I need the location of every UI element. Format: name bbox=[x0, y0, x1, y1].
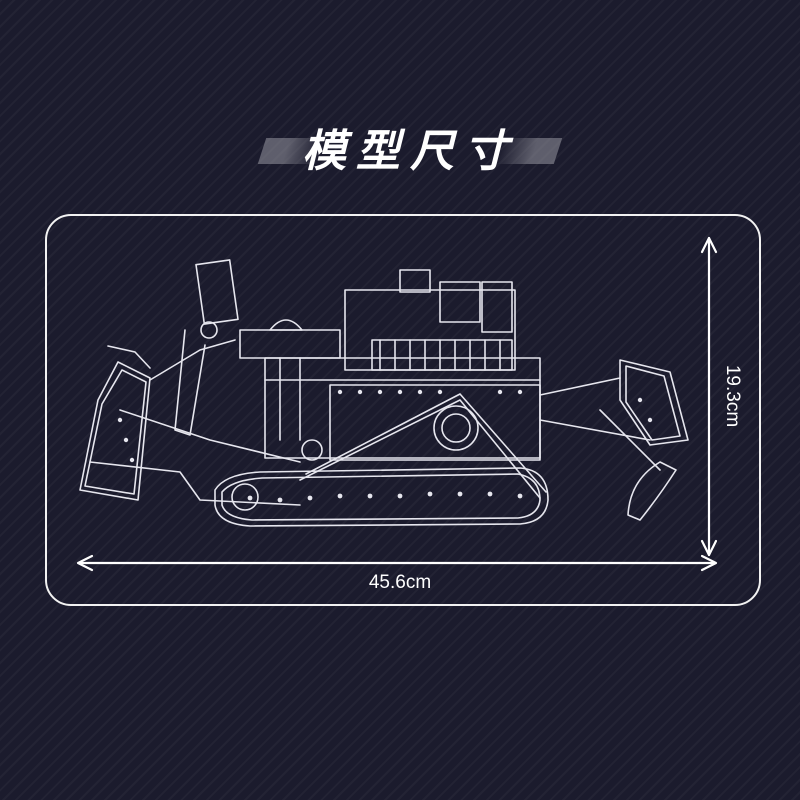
width-arrow-head-left bbox=[76, 554, 94, 572]
height-dimension-label: 19.3cm bbox=[722, 364, 743, 428]
width-dimension-label: 45.6cm bbox=[368, 572, 432, 593]
crawler-track bbox=[214, 467, 549, 527]
width-arrow-head-right bbox=[700, 554, 718, 572]
rear-ripper bbox=[619, 359, 689, 446]
dimension-frame bbox=[45, 214, 761, 606]
title-block: 模型尺寸 bbox=[257, 124, 563, 180]
exhaust-stack bbox=[195, 259, 239, 325]
height-arrow-head-top bbox=[700, 236, 718, 254]
page-title: 模型尺寸 bbox=[302, 126, 518, 177]
height-arrow-head-bottom bbox=[700, 539, 718, 557]
front-blade bbox=[79, 361, 151, 501]
